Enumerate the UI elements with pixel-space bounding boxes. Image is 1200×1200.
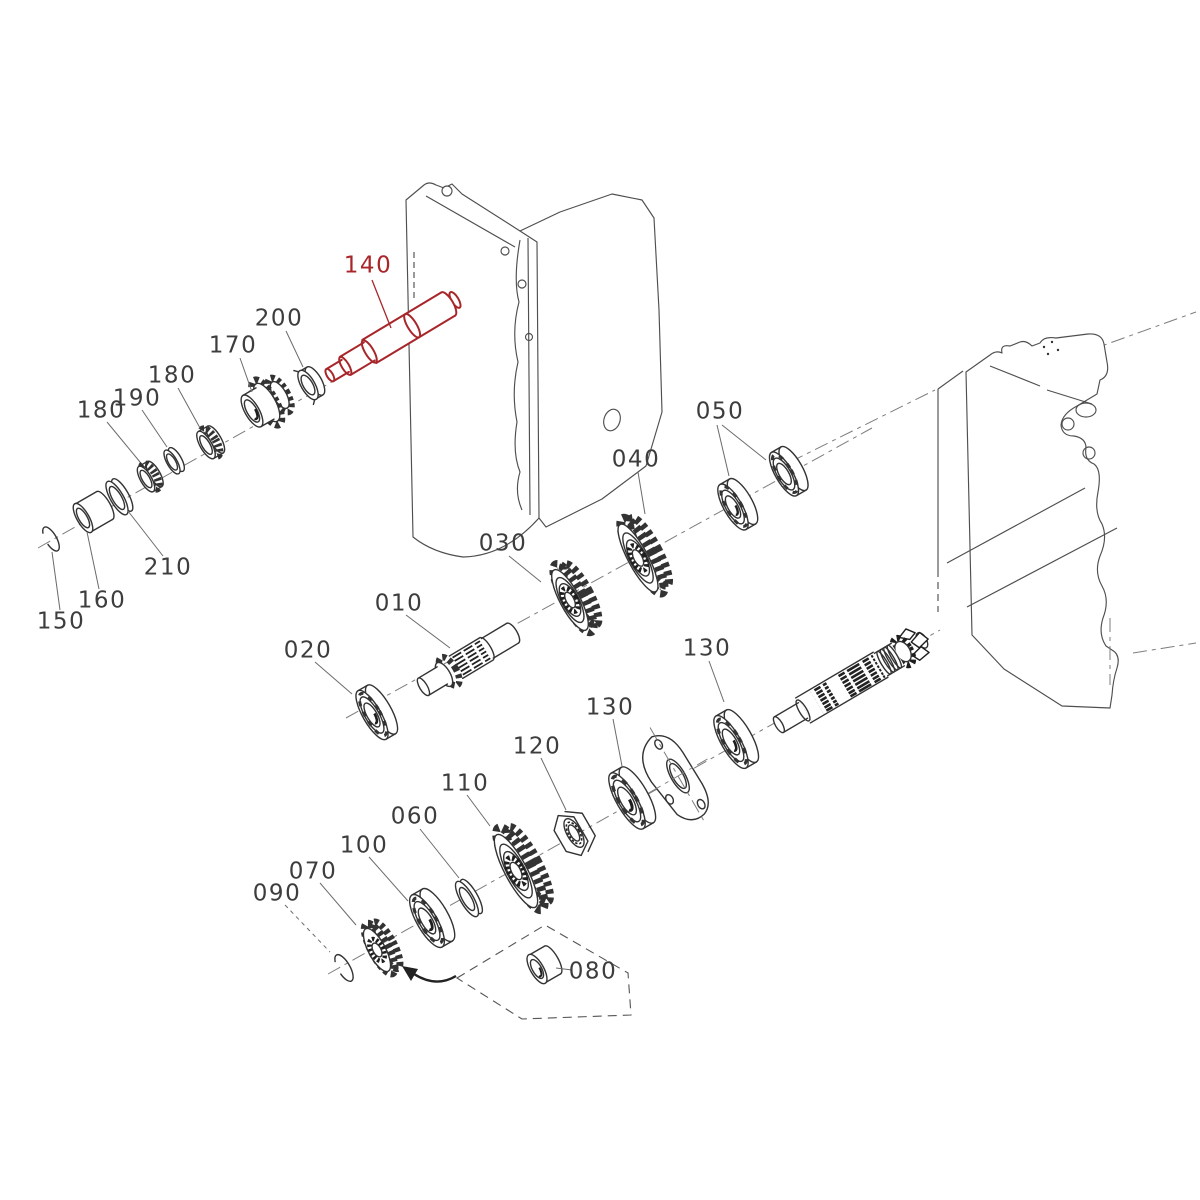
part-160-bushing <box>72 490 115 534</box>
part-010-pinion-shaft <box>416 622 521 697</box>
part-label-120: 120 <box>512 733 562 760</box>
part-130-ball-bearing-lower <box>608 766 657 830</box>
part-120-lock-nut <box>553 810 596 857</box>
part-180-needle-bearing-left <box>136 460 164 493</box>
callout-080 <box>402 924 632 1020</box>
part-180-needle-bearing-right <box>196 425 226 460</box>
part-label-190: 190 <box>112 385 162 412</box>
part-label-210: 210 <box>143 554 193 581</box>
part-200-slotted-collar <box>293 366 326 406</box>
part-040-gear <box>616 513 674 598</box>
part-030-gear <box>549 559 603 637</box>
part-label-200: 200 <box>254 305 304 332</box>
part-label-090: 090 <box>252 880 302 907</box>
part-label-180-right: 180 <box>147 362 197 389</box>
callout-arrowhead <box>402 966 418 981</box>
part-110-gear <box>492 823 554 915</box>
part-label-010: 010 <box>374 590 424 617</box>
part-label-080: 080 <box>568 958 618 985</box>
part-190-spacer-ring <box>163 446 186 475</box>
part-140-input-shaft <box>324 291 462 383</box>
part-label-130-upper: 130 <box>682 635 732 662</box>
part-label-160: 160 <box>77 587 127 614</box>
part-label-110: 110 <box>440 770 490 797</box>
casting-speckles <box>1042 340 1060 356</box>
part-020-ball-bearing <box>355 684 399 741</box>
part-210-thrust-washer <box>105 478 134 516</box>
part-label-100: 100 <box>339 832 389 859</box>
part-070-small-gear <box>360 918 404 978</box>
part-label-180-left: 180 <box>76 397 126 424</box>
callout-arrow <box>413 972 457 983</box>
part-label-070: 070 <box>288 858 338 885</box>
part-130-ball-bearing-upper <box>713 708 760 770</box>
part-label-170: 170 <box>208 332 258 359</box>
part-150-snap-ring <box>42 526 60 552</box>
leader-lines <box>51 279 767 971</box>
part-bearing-retainer-plate <box>642 727 709 825</box>
part-label-150: 150 <box>36 608 86 635</box>
part-label-140: 140 <box>343 252 393 279</box>
transmission-case-rear <box>937 333 1119 709</box>
part-060-washer <box>454 878 484 918</box>
part-label-040: 040 <box>611 446 661 473</box>
part-080-bushing <box>526 945 563 985</box>
transmission-case-front <box>405 182 663 558</box>
part-label-060: 060 <box>390 803 440 830</box>
part-label-020: 020 <box>283 637 333 664</box>
part-label-130-lower: 130 <box>585 694 635 721</box>
part-100-ball-bearing <box>408 887 456 949</box>
part-170-gear-cluster <box>240 374 295 429</box>
part-main-shaft <box>772 628 930 734</box>
part-label-050: 050 <box>695 398 745 425</box>
part-050-ball-bearing-b <box>768 445 809 497</box>
part-label-030: 030 <box>478 530 528 557</box>
part-090-snap-ring <box>334 953 354 983</box>
part-050-ball-bearing-a <box>717 477 759 531</box>
